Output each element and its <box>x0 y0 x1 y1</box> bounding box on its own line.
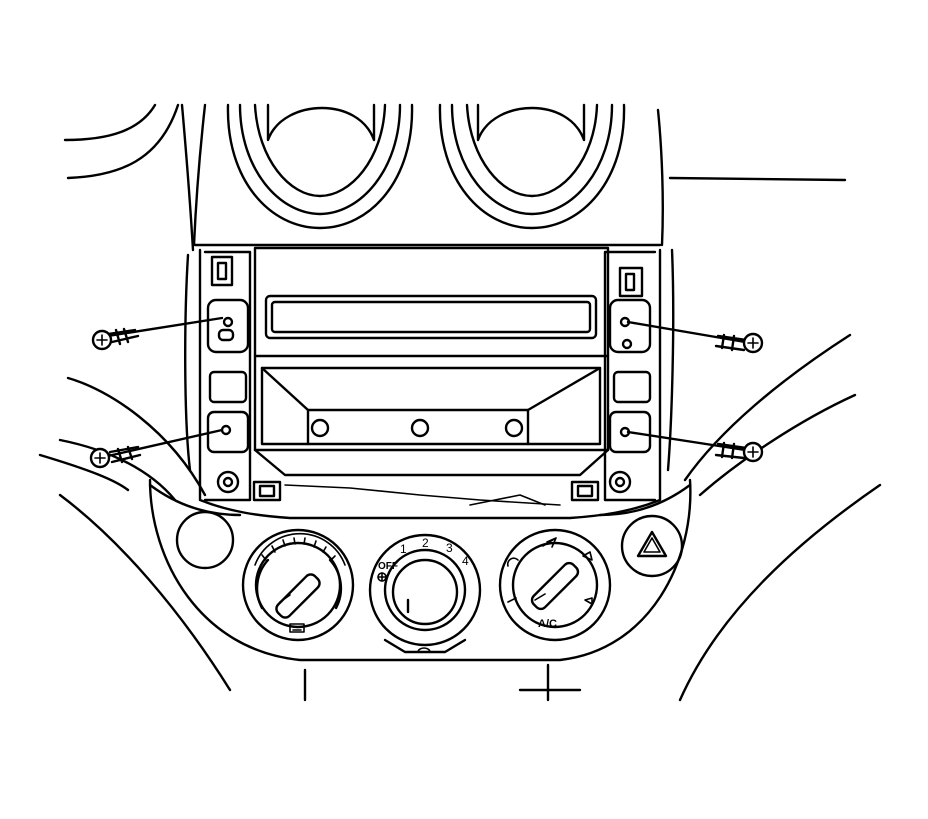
radio-cavity <box>198 248 662 520</box>
hvac-panel <box>148 478 692 662</box>
ac-label: A/C <box>538 618 557 630</box>
right-air-vent <box>438 103 626 230</box>
fan-speed-label-4: 4 <box>462 554 469 568</box>
screw-icon <box>626 430 764 463</box>
mode-knob[interactable]: A/C <box>498 528 612 642</box>
fan-icon <box>377 572 387 582</box>
dashboard-outline <box>38 103 882 702</box>
recirculation-icon <box>417 647 431 653</box>
screws <box>89 316 764 469</box>
fan-off-label: OFF <box>378 561 398 572</box>
hazard-triangle-icon <box>636 530 668 558</box>
fan-speed-label-1: 1 <box>400 542 407 556</box>
hazard-button[interactable] <box>620 514 684 578</box>
fan-speed-label-3: 3 <box>446 541 453 555</box>
rear-defrost-icon <box>289 623 305 633</box>
blank-button[interactable] <box>175 510 235 570</box>
screw-icon <box>89 428 224 469</box>
temperature-knob[interactable] <box>241 528 355 642</box>
left-air-vent <box>226 103 414 230</box>
radio-unit <box>253 246 610 477</box>
fan-speed-label-2: 2 <box>422 536 429 550</box>
screw-icon <box>91 316 224 351</box>
screw-icon <box>626 320 764 354</box>
fan-speed-knob[interactable]: OFF 1 2 3 4 <box>368 533 482 654</box>
